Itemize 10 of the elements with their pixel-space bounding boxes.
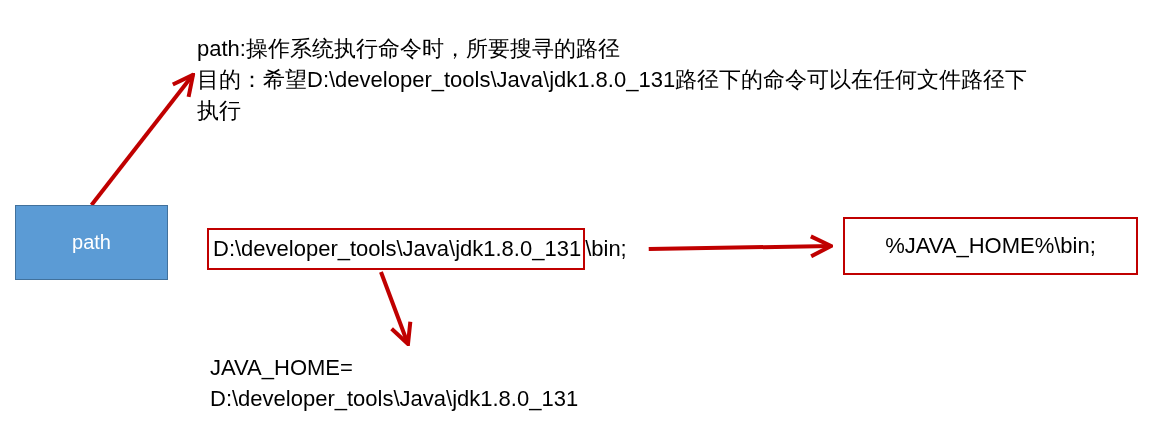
arrow [89, 72, 195, 207]
body-text: 目的：希望D:\developer_tools\Java\jdk1.8.0_131路径下的命令可以在任何文件路径下执行 [197, 66, 1029, 125]
heading-text: path:操作系统执行命令时，所要搜寻的路径 [197, 35, 621, 63]
arrow [648, 234, 833, 259]
path-box: %JAVA_HOME%\bin; [843, 217, 1138, 275]
path-suffix-text: \bin; [585, 236, 627, 262]
definition-text: JAVA_HOME= D:\developer_tools\Java\jdk1.8.0_131 [210, 352, 660, 414]
process-box: path [15, 205, 168, 280]
path-text: D:\developer_tools\Java\jdk1.8.0_131 [213, 236, 582, 262]
arrow [379, 271, 413, 346]
